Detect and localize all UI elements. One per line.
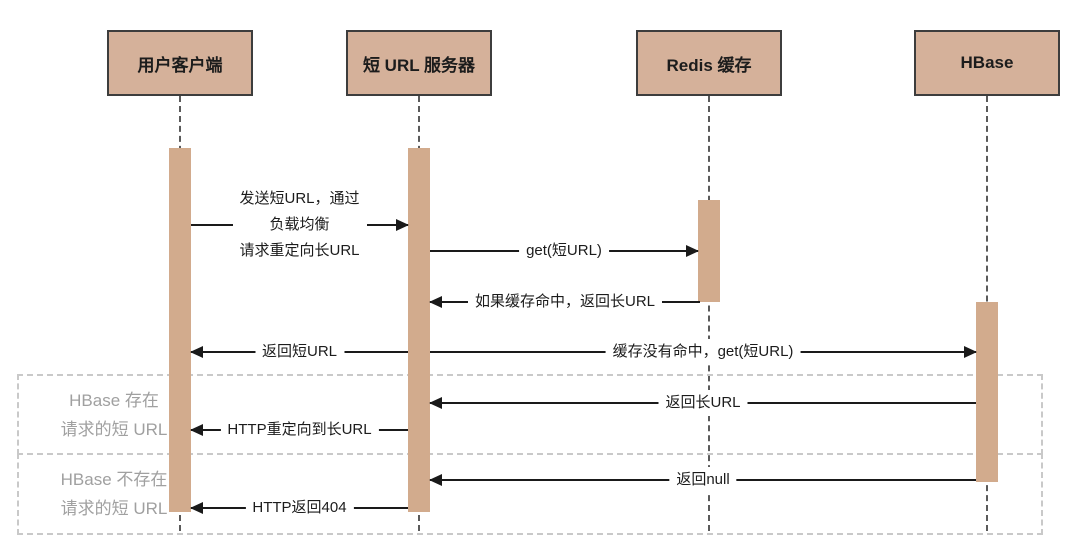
participant-redis-cache: Redis 缓存	[636, 30, 782, 96]
frame-label-line: 请求的短 URL	[60, 419, 168, 439]
arrowhead-right-icon	[964, 346, 977, 358]
message-label: 返回null	[669, 467, 737, 493]
activation-user-client	[169, 148, 191, 512]
arrowhead-left-icon	[429, 474, 442, 486]
activation-hbase	[976, 302, 998, 482]
participant-label: HBase	[960, 53, 1014, 72]
arrowhead-right-icon	[396, 219, 409, 231]
message-label: get(短URL)	[519, 238, 609, 264]
arrowhead-left-icon	[429, 296, 442, 308]
frame-label-line: HBase 存在	[69, 390, 159, 410]
message-label: 缓存没有命中，get(短URL)	[605, 339, 801, 365]
frame-hbase-not-exists-label: HBase 不存在 请求的短 URL	[29, 465, 199, 523]
arrowhead-left-icon	[190, 502, 203, 514]
frame-label-line: HBase 不存在	[60, 470, 168, 489]
participant-user-client: 用户客户端	[107, 30, 253, 96]
arrowhead-left-icon	[190, 346, 203, 358]
frame-hbase-exists-label: HBase 存在 请求的短 URL	[29, 386, 199, 444]
participant-label: 用户客户端	[137, 55, 223, 75]
participant-label: 短 URL 服务器	[362, 55, 476, 75]
frame-label-line: 请求的短 URL	[60, 499, 168, 518]
message-label: 发送短URL，通过 负载均衡 请求重定向长URL	[232, 186, 367, 264]
participant-label: Redis 缓存	[666, 55, 752, 75]
participant-hbase: HBase	[914, 30, 1060, 96]
lifeline-redis-cache	[708, 96, 710, 531]
message-label: 返回短URL	[254, 339, 345, 365]
message-label: 如果缓存命中，返回长URL	[467, 289, 663, 315]
arrowhead-right-icon	[686, 245, 699, 257]
participant-short-url-server: 短 URL 服务器	[346, 30, 492, 96]
arrowhead-left-icon	[429, 397, 442, 409]
activation-redis-cache	[698, 200, 720, 302]
message-label: HTTP返回404	[245, 495, 354, 521]
activation-short-url-server	[408, 148, 430, 512]
message-label: HTTP重定向到长URL	[220, 417, 379, 443]
message-label: 返回长URL	[658, 390, 748, 416]
frame-hbase-not-exists: HBase 不存在 请求的短 URL	[17, 453, 1043, 535]
arrowhead-left-icon	[190, 424, 203, 436]
